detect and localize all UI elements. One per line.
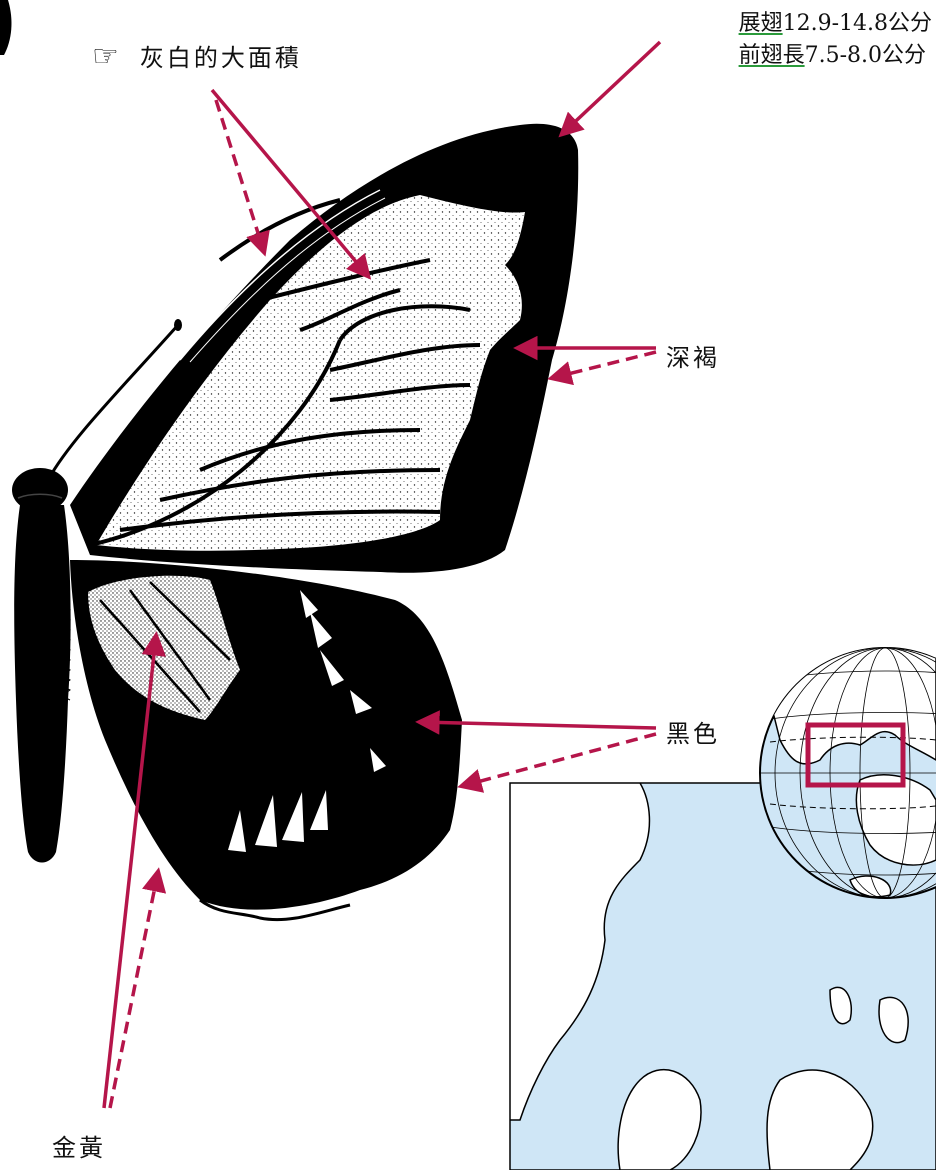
- butterfly-body: [14, 505, 70, 863]
- arrow-dark-brown-dashed: [552, 352, 656, 378]
- corner-mark: [0, 0, 11, 55]
- arrow-black-dashed: [462, 734, 656, 786]
- arrow-wingspan: [562, 42, 660, 134]
